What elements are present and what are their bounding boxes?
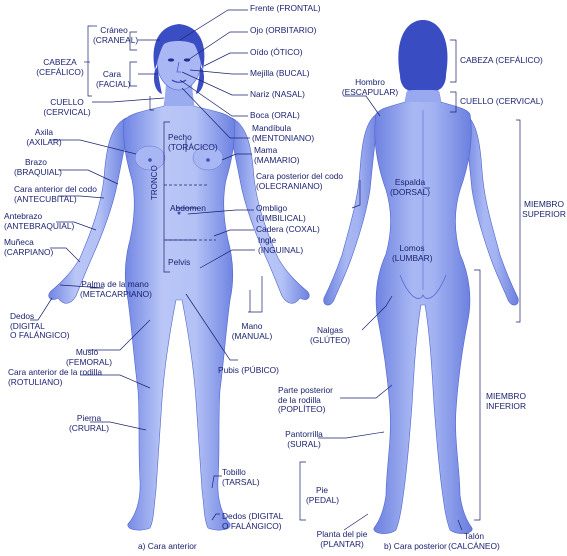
label-talon: Talón(CALCÁNEO)	[444, 532, 504, 551]
label-planta: Planta del pie(PLANTAR)	[312, 530, 372, 549]
label-cabeza-front: CABEZA(CEFÁLICO)	[36, 58, 84, 77]
label-frente: Frente (FRONTAL)	[250, 4, 321, 14]
label-nalgas: Nalgas(GLÚTEO)	[310, 326, 350, 345]
back-left-arm	[324, 112, 380, 305]
label-palma: Palma de la mano(METACARPIANO)	[80, 280, 150, 299]
label-espalda: Espalda(DORSAL)	[390, 178, 430, 197]
label-pelvis: Pelvis	[168, 258, 190, 268]
back-hair	[398, 20, 447, 90]
label-craneo: Cráneo(CRANEAL)	[93, 26, 135, 45]
label-mandibula: Mandíbula(MENTONIANO)	[252, 124, 314, 143]
label-rodilla-anterior: Cara anterior de la rodilla(ROTULIANO)	[8, 368, 102, 387]
label-mejilla: Mejilla (BUCAL)	[250, 69, 310, 79]
label-nariz: Nariz (NASAL)	[250, 90, 305, 100]
label-pantorrilla: Pantorrilla(SURAL)	[280, 430, 328, 449]
label-muslo: Muslo(FEMORAL)	[66, 348, 108, 367]
label-abdomen: Abdomen	[170, 204, 206, 214]
label-pecho: Pecho(TORÁCICO)	[168, 133, 218, 152]
label-cabeza-back: CABEZA (CEFÁLICO)	[460, 56, 543, 66]
label-ombligo: Ombligo(UMBILICAL)	[256, 204, 306, 223]
label-codo-posterior: Cara posterior del codo(OLECRANIANO)	[256, 172, 343, 191]
label-mama: Mama(MAMARIO)	[254, 146, 300, 165]
label-cara: Cara(FACIAL)	[96, 70, 128, 89]
label-cuello-front: CUELLO(CERVICAL)	[42, 98, 92, 117]
label-brazo: Brazo(BRAQUIAL)	[14, 158, 58, 177]
label-pierna: Pierna(CRURAL)	[68, 414, 110, 433]
label-mano: Mano(MANUAL)	[230, 322, 274, 341]
label-hombro: Hombro(ESCAPULAR)	[340, 78, 400, 97]
label-codo-anterior: Cara anterior del codo(ANTECUBITAL)	[14, 185, 97, 204]
label-boca: Boca (ORAL)	[250, 111, 300, 121]
label-muneca: Muñeca(CARPIANO)	[4, 238, 53, 257]
caption-front: a) Cara anterior	[138, 542, 197, 552]
label-axila: Axila(AXILAR)	[26, 128, 62, 147]
label-oido: Oído (ÓTICO)	[250, 48, 303, 58]
label-cadera: Cadera (COXAL)	[256, 225, 320, 235]
label-cuello-back: CUELLO (CERVICAL)	[460, 97, 543, 107]
label-pie: Pie(PEDAL)	[306, 486, 338, 505]
label-pubis: Pubis (PÚBICO)	[218, 366, 279, 376]
label-tobillo: Tobillo(TARSAL)	[222, 468, 260, 487]
label-ingle: Ingle(INGUINAL)	[258, 236, 303, 255]
caption-back: b) Cara posterior	[384, 542, 447, 552]
label-tronco: TRONCO	[150, 165, 160, 200]
label-lomos: Lomos(LUMBAR)	[392, 244, 432, 263]
label-antebrazo: Antebrazo(ANTEBRAQUIAL)	[4, 212, 74, 231]
label-ojo: Ojo (ORBITARIO)	[250, 26, 316, 36]
